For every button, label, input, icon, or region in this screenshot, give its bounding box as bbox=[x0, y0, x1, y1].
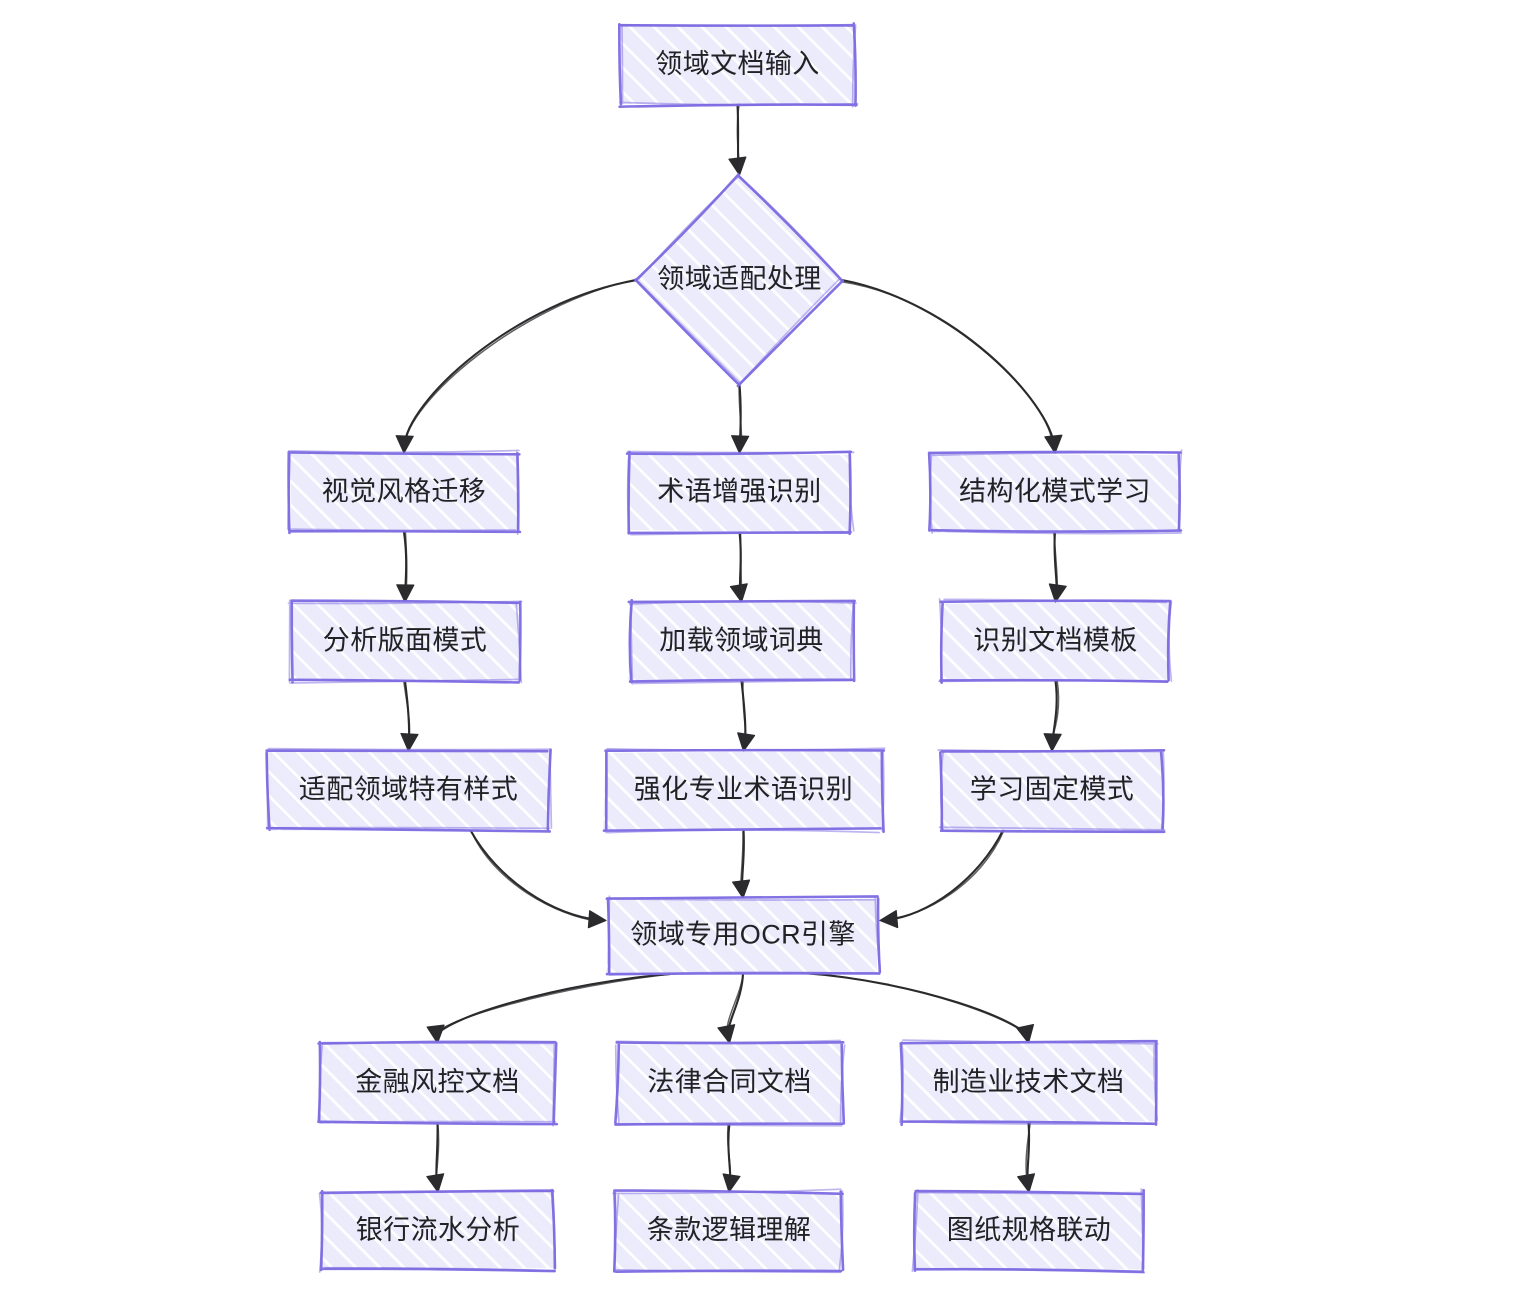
flow-node-n8[interactable]: 识别文档模板 bbox=[938, 598, 1173, 684]
flow-node-n6[interactable]: 分析版面模式 bbox=[287, 599, 523, 684]
flow-edge-n5-to-n8 bbox=[1048, 530, 1067, 603]
flow-edge-n12-to-n15 bbox=[799, 971, 1035, 1044]
flow-node-n13[interactable]: 金融风控文档 bbox=[317, 1040, 559, 1127]
flow-node-n17[interactable]: 条款逻辑理解 bbox=[612, 1188, 845, 1274]
flow-node-n10[interactable]: 强化专业术语识别 bbox=[602, 747, 886, 834]
flow-edge-n2-to-n5 bbox=[840, 278, 1063, 454]
flow-edge-n10-to-n12 bbox=[732, 828, 751, 899]
flow-edge-n12-to-n13 bbox=[426, 971, 685, 1044]
flow-node-n18[interactable]: 图纸规格联动 bbox=[911, 1188, 1146, 1274]
flow-node-n15[interactable]: 制造业技术文档 bbox=[899, 1039, 1159, 1127]
flow-edge-n12-to-n14 bbox=[717, 971, 745, 1044]
flow-node-n2[interactable]: 领域适配处理 bbox=[634, 173, 845, 388]
flow-edge-n14-to-n17 bbox=[722, 1120, 741, 1193]
edge-layer bbox=[395, 102, 1067, 1193]
flow-node-n4[interactable]: 术语增强识别 bbox=[625, 450, 855, 536]
flow-edge-n15-to-n18 bbox=[1017, 1121, 1036, 1193]
flow-node-n7[interactable]: 加载领域词典 bbox=[627, 598, 857, 685]
flow-node-n14[interactable]: 法律合同文档 bbox=[614, 1039, 846, 1127]
flow-edge-n1-to-n2 bbox=[728, 102, 747, 176]
flow-edge-n13-to-n16 bbox=[426, 1120, 445, 1193]
flow-edge-n2-to-n4 bbox=[731, 383, 750, 454]
flow-node-n1[interactable]: 领域文档输入 bbox=[618, 22, 859, 109]
flow-node-n12[interactable]: 领域专用OCR引擎 bbox=[605, 895, 882, 976]
flow-edge-n4-to-n7 bbox=[729, 530, 748, 603]
flow-edge-n7-to-n10 bbox=[737, 679, 756, 752]
node-layer: 领域文档输入领域适配处理视觉风格迁移 术语增强识别结构化模式学习分析版面模式 加载领… bbox=[265, 22, 1183, 1274]
flow-node-n11[interactable]: 学习固定模式 bbox=[937, 748, 1166, 834]
flow-node-n16[interactable]: 银行流水分析 bbox=[318, 1188, 557, 1273]
flow-edge-n8-to-n11 bbox=[1043, 679, 1062, 752]
flow-edge-n6-to-n9 bbox=[400, 679, 419, 752]
flow-edge-n2-to-n3 bbox=[395, 278, 639, 454]
flow-node-n9[interactable]: 适配领域特有样式 bbox=[265, 747, 553, 833]
flow-edge-n11-to-n12 bbox=[879, 828, 1005, 929]
flow-edge-n3-to-n6 bbox=[396, 530, 415, 603]
flow-node-n3[interactable]: 视觉风格迁移 bbox=[286, 449, 522, 536]
flow-edge-n9-to-n12 bbox=[469, 828, 607, 929]
flow-node-n5[interactable]: 结构化模式学习 bbox=[927, 449, 1183, 535]
